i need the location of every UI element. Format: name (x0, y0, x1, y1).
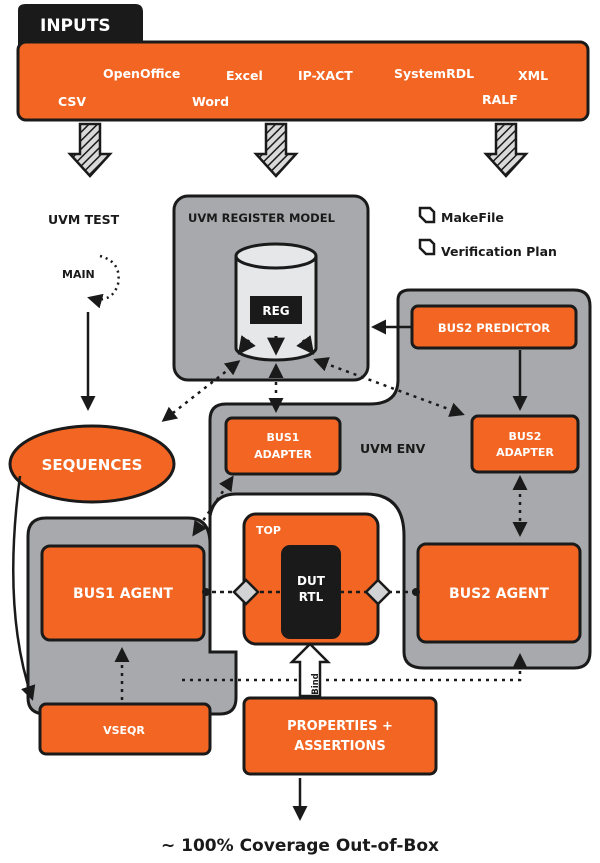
reg-block (250, 296, 302, 324)
bus1-interface-diamond (232, 578, 260, 606)
reg-label: REG (262, 304, 289, 318)
bus1-agent-label: BUS1 AGENT (73, 586, 173, 602)
sequences-label: SEQUENCES (42, 456, 143, 474)
inputs-title: INPUTS (40, 16, 111, 36)
properties-label-line2: ASSERTIONS (294, 739, 386, 754)
database-top (234, 242, 318, 270)
hatched-arrow-3 (483, 122, 529, 178)
bus1-adapter-to-agent (192, 475, 234, 537)
inputs-section: INPUTS OpenOffice Excel IP-XACT SystemRD… (16, 4, 590, 122)
hatched-arrow-2 (253, 122, 299, 178)
input-word: Word (192, 94, 229, 109)
bus1-adapter-box (224, 416, 342, 476)
bus1-adapter-label-line2: ADAPTER (254, 448, 312, 461)
register-model-title: UVM REGISTER MODEL (188, 211, 336, 225)
bind-arrow (288, 642, 332, 698)
bus2-adapter-label-line1: BUS2 (509, 430, 542, 443)
input-ip-xact: IP-XACT (298, 68, 353, 83)
reg-arrow-left (237, 335, 256, 355)
makefile-label: MakeFile (441, 210, 504, 225)
main-loop-arrow (87, 254, 120, 309)
sequences-to-vseqr-arrow (12, 475, 36, 701)
bus2-adapter-label-line2: ADAPTER (496, 446, 554, 459)
sequences-oval (8, 424, 176, 504)
reg-to-bus2-adapter (313, 357, 465, 417)
properties-box (242, 696, 438, 776)
properties-label-line1: PROPERTIES + (287, 719, 393, 734)
input-xml: XML (518, 68, 548, 83)
uvm-env-label: UVM ENV (360, 441, 426, 456)
makefile-icon (418, 206, 436, 224)
input-systemrdl: SystemRDL (394, 66, 474, 81)
main-label: MAIN (62, 268, 95, 281)
bus2-predictor-label: BUS2 PREDICTOR (438, 321, 550, 335)
bus2-agent-label: BUS2 AGENT (449, 586, 549, 602)
dut-interfaces (202, 578, 420, 606)
dut-label-line1: DUT (297, 574, 326, 588)
bus2-interface-diamond (364, 578, 392, 606)
dut-label-line2: RTL (299, 590, 324, 604)
uvm-test-label: UVM TEST (48, 212, 120, 227)
vseqr-label: VSEQR (103, 724, 145, 737)
inputs-tab (18, 4, 143, 46)
verification-plan-label: Verification Plan (441, 244, 557, 259)
coverage-footer: ~ 100% Coverage Out-of-Box (161, 836, 439, 856)
dotted-connections (114, 357, 528, 700)
input-ralf: RALF (482, 92, 518, 107)
inputs-bar (16, 40, 590, 122)
register-model: UVM REGISTER MODEL REG (172, 194, 370, 382)
input-csv: CSV (58, 94, 86, 109)
top-label: TOP (256, 524, 281, 537)
bus1-adapter-label-line1: BUS1 (267, 431, 300, 444)
input-openoffice: OpenOffice (103, 66, 180, 81)
bind-label: Bind (311, 673, 321, 695)
bus2-agent-port (412, 588, 420, 596)
vseqr-box (38, 702, 212, 756)
files-list: MakeFile Verification Plan (418, 206, 557, 259)
verification-plan-icon (418, 238, 436, 256)
hatched-arrow-1 (67, 122, 113, 178)
bus2-adapter-box (470, 414, 580, 474)
reg-arrow-right (296, 335, 315, 355)
input-arrows (67, 122, 529, 178)
vseqr-to-bus2-agent (182, 653, 528, 682)
input-excel: Excel (226, 68, 263, 83)
bus1-agent-port (202, 588, 210, 596)
